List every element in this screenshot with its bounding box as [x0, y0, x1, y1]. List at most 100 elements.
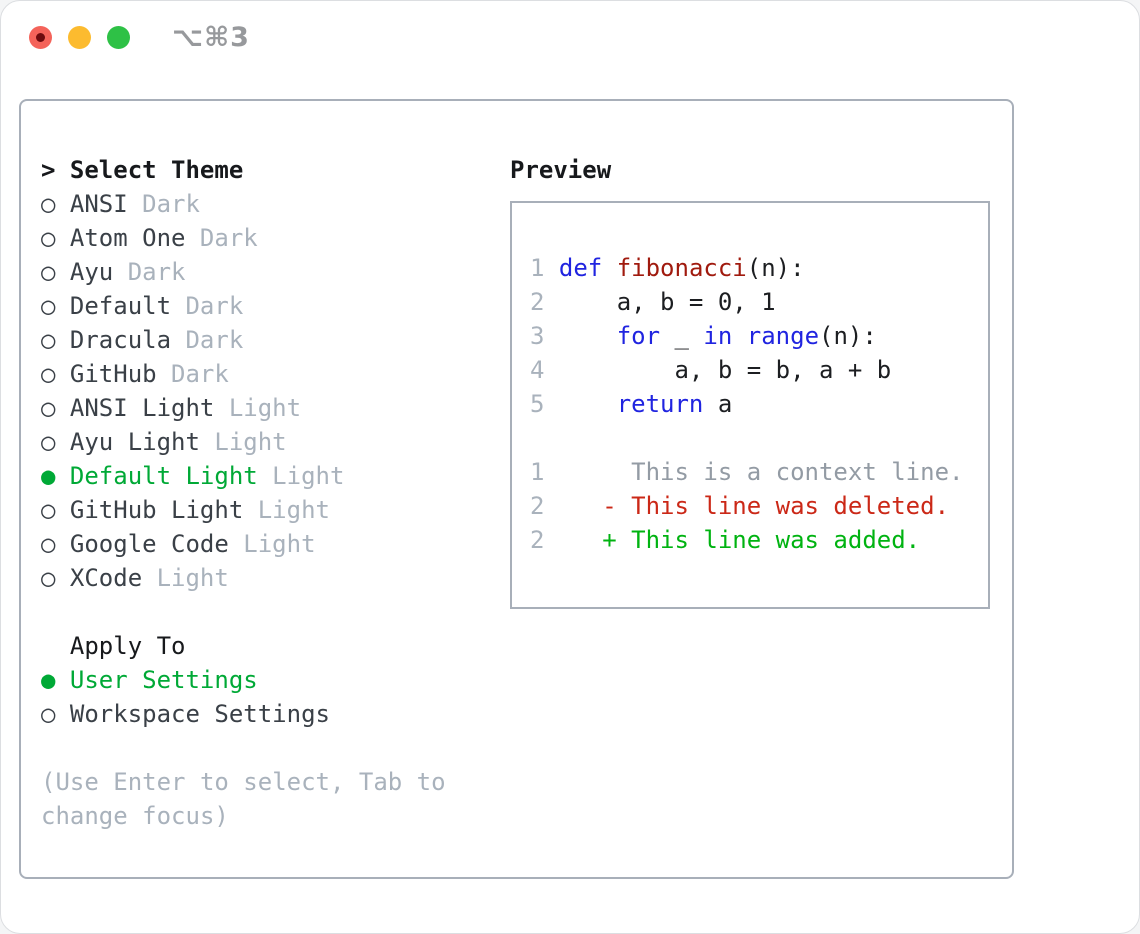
code-token: (n):	[746, 254, 805, 282]
help-text: (Use Enter to select, Tab to change focu…	[41, 768, 446, 830]
theme-variant-tag: Dark	[142, 190, 200, 218]
theme-variant-tag: Light	[272, 462, 345, 490]
theme-name: Google Code	[69, 530, 229, 558]
diff-text: This is a context line.	[558, 458, 964, 486]
code-token: (n):	[819, 322, 877, 350]
code-token	[732, 322, 746, 350]
code-token: return	[616, 390, 704, 418]
code-token	[602, 254, 616, 282]
radio-unselected-icon: ○	[41, 530, 56, 558]
code-token: a	[703, 390, 733, 418]
diff-text: - This line was deleted.	[558, 492, 950, 520]
theme-name: ANSI	[69, 190, 128, 218]
apply-option-name: User Settings	[69, 666, 258, 694]
theme-variant-tag: Light	[228, 394, 302, 422]
window-titlebar: ⌥⌘3	[29, 22, 250, 53]
radio-selected-icon: ●	[41, 462, 56, 490]
code-line: 4 a, b = b, a + b	[530, 353, 988, 387]
theme-variant-tag: Light	[257, 496, 330, 524]
theme-name: Ayu	[69, 258, 114, 286]
theme-option-google-code[interactable]: ○ Google Code Light	[41, 527, 471, 561]
line-number: 1	[530, 254, 545, 282]
radio-unselected-icon: ○	[41, 326, 56, 354]
line-number: 4	[530, 356, 545, 384]
theme-name: GitHub	[69, 360, 157, 388]
code-token: fibonacci	[616, 254, 747, 282]
code-token: range	[746, 322, 820, 350]
theme-variant-tag: Dark	[199, 224, 258, 252]
theme-option-ansi[interactable]: ○ ANSI Dark	[41, 187, 471, 221]
window-shortcut-label: ⌥⌘3	[172, 22, 250, 53]
radio-unselected-icon: ○	[41, 428, 56, 456]
diff-line-added: 2 + This line was added.	[530, 523, 988, 557]
code-line: 5 return a	[530, 387, 988, 421]
line-number: 3	[530, 322, 545, 350]
code-token: _	[660, 322, 704, 350]
apply-to-title: Apply To	[69, 632, 186, 660]
spacer	[41, 595, 471, 629]
code-token: a, b = b, a + b	[558, 356, 892, 384]
code-token	[559, 390, 617, 418]
code-token: a, b = 0, 1	[558, 288, 776, 316]
theme-name: XCode	[69, 564, 143, 592]
radio-unselected-icon: ○	[41, 190, 56, 218]
diff-text: + This line was added.	[558, 526, 921, 554]
apply-option-user-settings[interactable]: ● User Settings	[41, 663, 471, 697]
theme-name: Atom One	[69, 224, 186, 252]
code-token	[559, 322, 617, 350]
theme-option-github[interactable]: ○ GitHub Dark	[41, 357, 471, 391]
code-token: def	[558, 254, 603, 282]
line-number: 5	[530, 390, 545, 418]
radio-unselected-icon: ○	[41, 564, 56, 592]
theme-option-github-light[interactable]: ○ GitHub Light Light	[41, 493, 471, 527]
apply-option-workspace-settings[interactable]: ○Workspace Settings	[41, 697, 471, 731]
blank-line	[530, 421, 988, 455]
theme-variant-tag: Dark	[185, 326, 244, 354]
theme-variant-tag: Light	[243, 530, 316, 558]
select-theme-title: Select Theme	[69, 156, 244, 184]
code-token: in	[703, 322, 733, 350]
code-line: 3 for _ in range(n):	[530, 319, 988, 353]
radio-unselected-icon: ○	[41, 258, 56, 286]
code-token: for	[616, 322, 661, 350]
select-theme-header: > Select Theme	[41, 153, 471, 187]
minimize-button[interactable]	[68, 26, 91, 49]
diff-line-deleted: 2 - This line was deleted.	[530, 489, 988, 523]
theme-name: ANSI Light	[69, 394, 215, 422]
line-number: 2	[530, 492, 545, 520]
zoom-button[interactable]	[107, 26, 130, 49]
line-number: 2	[530, 526, 545, 554]
theme-variant-tag: Dark	[171, 360, 229, 388]
focus-prompt-icon: >	[41, 156, 56, 184]
line-number: 1	[530, 458, 545, 486]
diff-line-context: 1 This is a context line.	[530, 455, 988, 489]
apply-option-name: Workspace Settings	[69, 700, 330, 728]
theme-variant-tag: Dark	[185, 292, 244, 320]
radio-unselected-icon: ○	[41, 224, 56, 252]
code-line: 2 a, b = 0, 1	[530, 285, 988, 319]
spacer	[41, 731, 471, 765]
theme-option-atom-one[interactable]: ○ Atom One Dark	[41, 221, 471, 255]
close-button[interactable]	[29, 26, 52, 49]
diff-block: 1 This is a context line.2 - This line w…	[530, 455, 988, 557]
theme-name: Default	[69, 292, 172, 320]
radio-unselected-icon: ○	[41, 496, 56, 524]
radio-selected-icon: ●	[41, 666, 56, 694]
theme-name: GitHub Light	[69, 496, 244, 524]
theme-name: Ayu Light	[69, 428, 200, 456]
radio-unselected-icon: ○	[41, 360, 56, 388]
